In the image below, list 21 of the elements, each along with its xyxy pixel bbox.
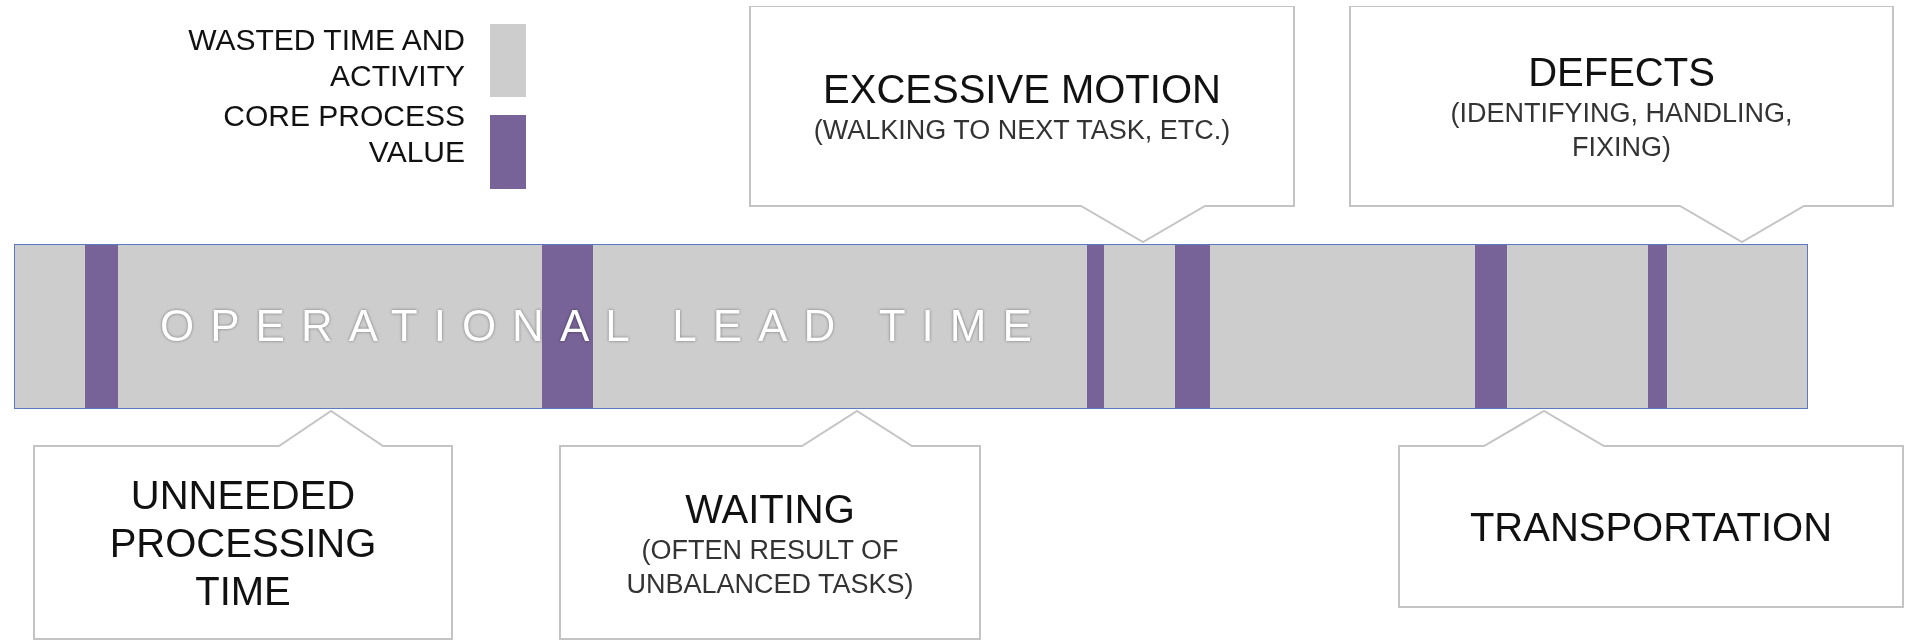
callout-title: EXCESSIVE MOTION bbox=[823, 66, 1221, 113]
value-segment bbox=[1087, 245, 1104, 408]
callout-title: DEFECTS bbox=[1528, 49, 1715, 96]
callout-text: (OFTEN RESULT OF UNBALANCED TASKS) bbox=[625, 533, 915, 601]
callout-title: TRANSPORTATION bbox=[1469, 503, 1833, 551]
speech-bubble bbox=[1349, 6, 1894, 243]
legend-label: WASTED TIME AND ACTIVITY bbox=[187, 22, 465, 94]
speech-bubble bbox=[559, 410, 981, 640]
callout-title: UNNEEDED PROCESSING TIME bbox=[108, 471, 378, 615]
timeline-bar bbox=[14, 244, 1808, 409]
legend-label: CORE PROCESS VALUE bbox=[222, 98, 465, 170]
value-segment bbox=[1648, 245, 1667, 408]
value-segment bbox=[1175, 245, 1210, 408]
speech-bubble bbox=[1398, 410, 1904, 608]
callout-title: WAITING bbox=[685, 485, 855, 533]
value-segment bbox=[85, 245, 118, 408]
callout-text: (WALKING TO NEXT TASK, ETC.) bbox=[813, 114, 1231, 147]
speech-bubble bbox=[749, 6, 1295, 243]
speech-bubble bbox=[33, 410, 453, 640]
value-segment bbox=[1475, 245, 1507, 408]
callout-text: (IDENTIFYING, HANDLING, FIXING) bbox=[1449, 97, 1794, 164]
